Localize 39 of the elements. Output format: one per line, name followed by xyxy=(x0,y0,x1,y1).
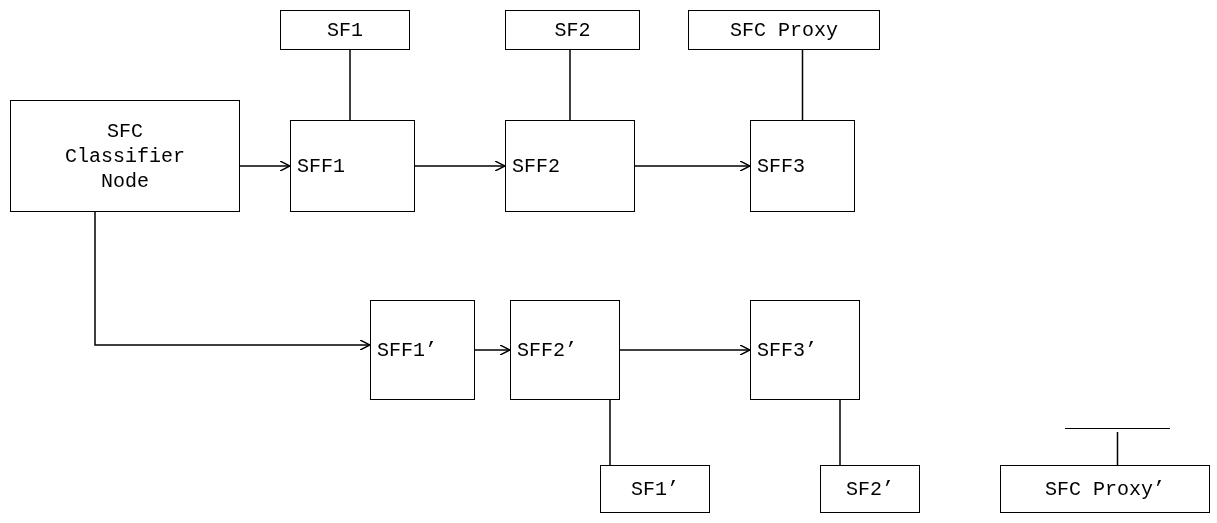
box-label: SF2 xyxy=(554,17,591,43)
process-box xyxy=(10,100,240,212)
line-segment xyxy=(1065,428,1170,432)
box-label: SFC Classifier Node xyxy=(63,118,186,194)
arrow xyxy=(414,160,506,172)
arrow xyxy=(474,344,511,356)
process-box xyxy=(750,300,860,400)
arrow xyxy=(619,344,751,356)
connector-line xyxy=(349,49,351,121)
box-label: SFF1’ xyxy=(377,337,437,363)
box-label: SFF3 xyxy=(757,153,805,179)
box-label: SFF2 xyxy=(512,153,560,179)
arrow xyxy=(634,160,751,172)
process-box xyxy=(370,300,475,400)
process-box xyxy=(820,465,920,513)
connector-line xyxy=(1116,431,1119,466)
process-box xyxy=(1000,465,1210,513)
connector-line xyxy=(569,49,571,121)
connector-line xyxy=(609,399,611,466)
arrow xyxy=(94,211,371,351)
box-label: SF1 xyxy=(327,17,363,43)
box-label: SF1’ xyxy=(631,476,679,502)
process-box xyxy=(505,120,635,212)
arrow xyxy=(239,160,291,172)
process-box xyxy=(600,465,710,513)
box-label: SFC Proxy’ xyxy=(1045,476,1165,502)
process-box xyxy=(510,300,620,400)
process-box xyxy=(750,120,855,212)
box-label: SFF2’ xyxy=(517,337,577,363)
box-label: SFF3’ xyxy=(757,337,817,363)
process-box xyxy=(505,10,640,50)
connector-line xyxy=(839,399,841,466)
box-label: SFF1 xyxy=(297,153,345,179)
connector-line xyxy=(801,49,804,121)
process-box xyxy=(688,10,880,50)
process-box xyxy=(290,120,415,212)
box-label: SFC Proxy xyxy=(730,17,838,43)
process-box xyxy=(280,10,410,50)
box-label: SF2’ xyxy=(846,476,894,502)
